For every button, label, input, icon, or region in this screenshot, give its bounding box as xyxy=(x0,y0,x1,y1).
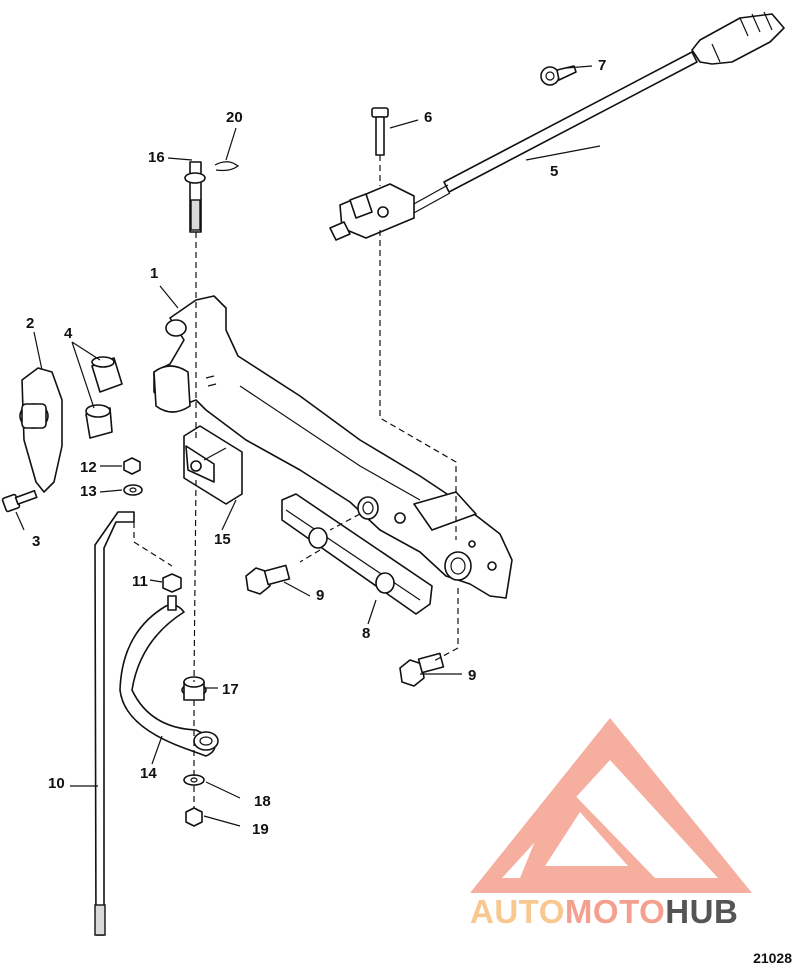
bolt-icon xyxy=(1,489,38,513)
callout-10: 10 xyxy=(48,775,65,792)
shift-lever-bracket-icon xyxy=(153,295,513,599)
mount-bracket-icon xyxy=(183,425,243,505)
watermark-logo-icon xyxy=(470,718,752,893)
guide-rail-icon xyxy=(281,493,433,615)
callout-14: 14 xyxy=(140,765,157,782)
wire-harness-icon xyxy=(411,11,785,215)
callout-8: 8 xyxy=(362,625,371,642)
nut-icon xyxy=(123,457,141,475)
watermark-part3: HUB xyxy=(665,893,739,930)
shift-rod-icon xyxy=(94,511,135,936)
cotter-pin-icon xyxy=(214,161,239,172)
bushing-icon xyxy=(85,356,123,439)
callout-9a: 9 xyxy=(316,587,325,604)
cover-plate-icon xyxy=(19,367,63,493)
neutral-switch-icon xyxy=(329,183,415,241)
callout-15: 15 xyxy=(214,531,231,548)
callout-2: 2 xyxy=(26,315,35,332)
shift-arm-icon xyxy=(119,595,219,757)
screw-icon xyxy=(371,107,389,156)
callout-5: 5 xyxy=(550,163,559,180)
watermark-part2: MOTO xyxy=(564,893,666,930)
cable-clip-icon xyxy=(540,65,577,86)
callout-20: 20 xyxy=(226,109,243,126)
watermark-text: AUTOMOTOHUB xyxy=(470,893,738,931)
callout-3: 3 xyxy=(32,533,41,550)
callout-4: 4 xyxy=(64,325,73,342)
callout-11: 11 xyxy=(132,573,148,590)
callout-16: 16 xyxy=(148,149,165,166)
washer-icon xyxy=(123,484,143,496)
pin-icon xyxy=(184,161,206,233)
flat-washer-icon xyxy=(183,774,205,786)
flange-bolt-icon xyxy=(399,652,445,687)
callout-9b: 9 xyxy=(468,667,477,684)
callout-19: 19 xyxy=(252,821,269,838)
callout-1: 1 xyxy=(150,265,159,282)
callout-7: 7 xyxy=(598,57,607,74)
hex-nut-icon xyxy=(185,807,203,827)
callout-12: 12 xyxy=(80,459,97,476)
callout-17: 17 xyxy=(222,681,239,698)
callout-13: 13 xyxy=(80,483,97,500)
callout-18: 18 xyxy=(254,793,271,810)
flange-bolt-icon xyxy=(245,564,291,595)
callout-6: 6 xyxy=(424,109,433,126)
lock-nut-icon xyxy=(162,573,182,593)
watermark-part1: AUTO xyxy=(470,893,565,930)
leader-lines xyxy=(15,65,601,827)
diagram-id: 21028 xyxy=(753,950,792,966)
